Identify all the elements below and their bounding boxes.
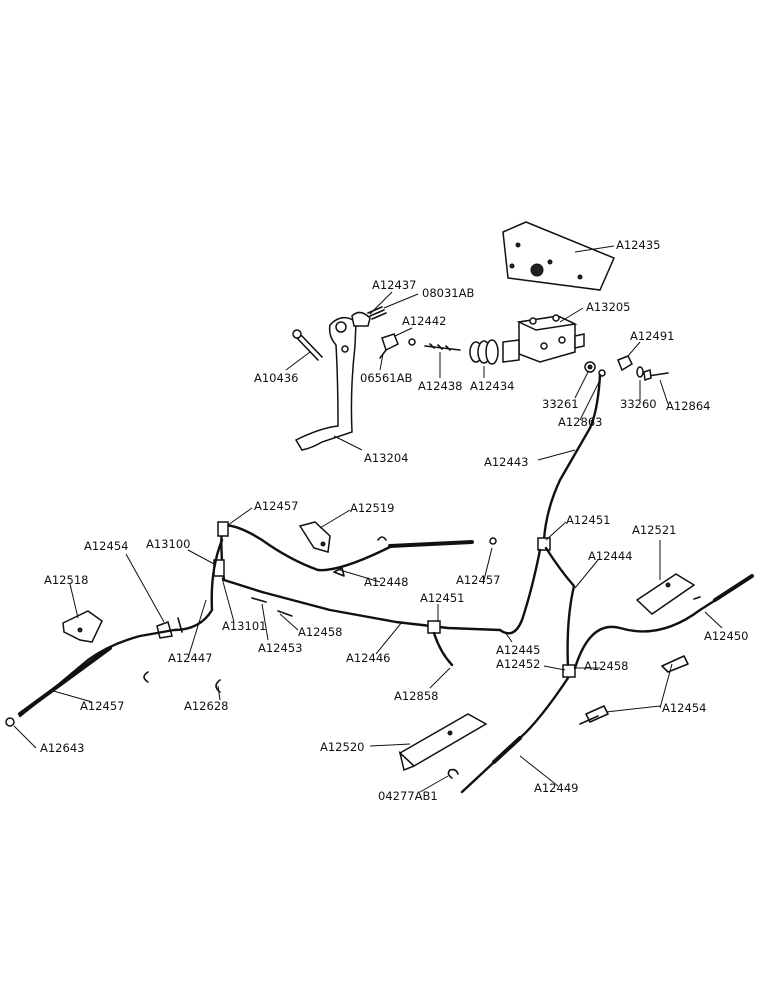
label-33261: 33261 <box>542 397 579 411</box>
label-06561AB: 06561AB <box>360 371 412 385</box>
label-A13101: A13101 <box>222 619 266 633</box>
label-A12458-right: A12458 <box>584 659 628 673</box>
label-A12457-top: A12457 <box>254 499 298 513</box>
label-A12452: A12452 <box>496 657 540 671</box>
label-A12863: A12863 <box>558 415 602 429</box>
label-A12442: A12442 <box>402 314 446 328</box>
fitting-33261-drawing <box>584 361 596 373</box>
label-A12457-left: A12457 <box>80 699 124 713</box>
label-33260: 33260 <box>620 397 657 411</box>
misc-fittings-drawing <box>333 536 701 779</box>
callouts: A12435 A12437 08031AB A13205 A12442 A124… <box>40 238 748 803</box>
push-rod-drawing <box>424 343 461 351</box>
label-A12435: A12435 <box>616 238 660 252</box>
label-A12450: A12450 <box>704 629 748 643</box>
label-A12643: A12643 <box>40 741 84 755</box>
clevis-pin-drawing <box>292 329 323 361</box>
mounting-plate-drawing <box>502 221 615 291</box>
clip-A12454-drawing <box>156 617 183 639</box>
label-A12519: A12519 <box>350 501 394 515</box>
bolt-A12864-drawing <box>643 368 669 382</box>
label-A12520: A12520 <box>320 740 364 754</box>
clip-A12458-drawing <box>579 655 689 725</box>
label-A12449: A12449 <box>534 781 578 795</box>
label-A12864: A12864 <box>666 399 710 413</box>
label-A12444: A12444 <box>588 549 632 563</box>
fastener-08031AB-drawing <box>367 306 387 320</box>
label-A12453: A12453 <box>258 641 302 655</box>
label-A12438: A12438 <box>418 379 462 393</box>
label-A12858: A12858 <box>394 689 438 703</box>
clip-A12628-drawing <box>143 671 221 693</box>
label-A12448: A12448 <box>364 575 408 589</box>
label-A12521: A12521 <box>632 523 676 537</box>
label-A12628: A12628 <box>184 699 228 713</box>
label-A12458-mid: A12458 <box>298 625 342 639</box>
washer-33260-drawing <box>636 366 644 378</box>
label-A10436: A10436 <box>254 371 298 385</box>
label-A12446: A12446 <box>346 651 390 665</box>
bracket-A12520-drawing <box>398 713 488 772</box>
fitting-A12491-drawing <box>617 355 633 372</box>
label-08031AB: 08031AB <box>422 286 474 300</box>
bracket-A12518-drawing <box>62 610 103 643</box>
label-A12454-right: A12454 <box>662 701 706 715</box>
label-A12457-mid: A12457 <box>456 573 500 587</box>
clip-A12453-drawing <box>251 597 293 617</box>
label-A12445: A12445 <box>496 643 540 657</box>
label-A12451-top: A12451 <box>566 513 610 527</box>
master-cylinder-drawing <box>502 314 585 363</box>
label-A12454-left: A12454 <box>84 539 128 553</box>
label-A12447: A12447 <box>168 651 212 665</box>
label-04277AB1: 04277AB1 <box>378 789 438 803</box>
brake-lines <box>5 373 754 794</box>
boot-drawing <box>469 339 499 365</box>
label-A12437: A12437 <box>372 278 416 292</box>
leader-lines <box>13 245 723 793</box>
brake-pedal-drawing <box>294 311 371 451</box>
label-A12491: A12491 <box>630 329 674 343</box>
label-A12451-mid: A12451 <box>420 591 464 605</box>
label-A12518: A12518 <box>44 573 88 587</box>
clevis-06561AB-drawing <box>379 333 416 359</box>
label-A13100: A13100 <box>146 537 190 551</box>
bracket-A12519-drawing <box>298 521 331 553</box>
label-A12434: A12434 <box>470 379 514 393</box>
label-A13205: A13205 <box>586 300 630 314</box>
label-A13204: A13204 <box>364 451 408 465</box>
bracket-A12521-drawing <box>635 573 696 615</box>
label-A12443: A12443 <box>484 455 528 469</box>
